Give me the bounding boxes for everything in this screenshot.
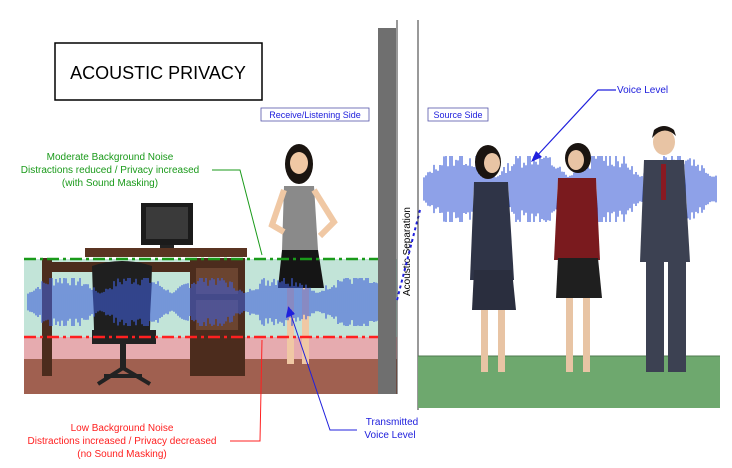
speaker-woman-1: [470, 145, 516, 372]
transmitted-arrowhead: [286, 306, 295, 318]
moderate-noise-line1: Moderate Background Noise: [47, 152, 174, 163]
transmitted-label-line1: Transmitted: [366, 417, 418, 428]
receive-side-label: Receive/Listening Side: [269, 110, 361, 120]
desk-top: [85, 248, 247, 257]
speaker2-skirt: [556, 258, 602, 298]
speaker2-leg-left: [566, 298, 573, 372]
listening-woman: [268, 144, 338, 364]
transmitted-wave: [27, 278, 393, 326]
listener-arm-left: [268, 189, 287, 235]
speaker3-leg-right: [668, 262, 686, 372]
speaker3-hair: [652, 126, 676, 138]
desk-drawer-1: [196, 268, 238, 294]
separation-label: Acoustic Separation: [402, 207, 413, 296]
voice-level-leader: [534, 89, 616, 159]
speaker-man: [640, 126, 690, 372]
low-noise-annotation: Low Background Noise Distractions increa…: [28, 339, 263, 460]
low-noise-line1: Low Background Noise: [71, 423, 174, 434]
listener-face: [290, 152, 308, 174]
source-side-label: Source Side: [433, 110, 482, 120]
speaker1-leg-right: [498, 310, 505, 372]
listener-leg-right: [302, 288, 309, 364]
speaker1-leg-left: [481, 310, 488, 372]
acoustic-separation-wall: [378, 28, 396, 394]
moderate-noise-line2: Distractions reduced / Privacy increased: [21, 165, 199, 176]
listener-top: [282, 186, 318, 250]
listener-leg-left: [287, 288, 294, 364]
speaker3-head: [653, 129, 675, 155]
speaker1-face: [484, 153, 500, 173]
transmitted-label-line2: Voice Level: [364, 430, 415, 441]
moderate-noise-line3: (with Sound Masking): [62, 178, 158, 189]
low-noise-line3: (no Sound Masking): [77, 449, 167, 460]
monitor-screen: [146, 207, 188, 239]
voice-level-arrowhead: [531, 151, 542, 162]
waveform-path: [27, 278, 393, 326]
transmitted-leader: [289, 311, 357, 431]
chair-post: [120, 344, 126, 368]
page-title: ACOUSTIC PRIVACY: [70, 63, 246, 83]
moderate-noise-annotation: Moderate Background Noise Distractions r…: [21, 152, 263, 256]
speaker2-leg-right: [583, 298, 590, 372]
separation-label-bg: [398, 150, 412, 300]
voice-level-label: Voice Level: [617, 85, 668, 96]
moderate-noise-leader: [212, 169, 263, 256]
low-noise-leader: [230, 339, 263, 442]
speaker1-jacket: [470, 182, 514, 280]
listener-skirt: [278, 250, 324, 288]
speaker2-face: [568, 150, 584, 170]
source-side-box: [427, 107, 489, 122]
desk-leg: [42, 258, 52, 376]
low-noise-line2: Distractions increased / Privacy decreas…: [28, 436, 217, 447]
monitor-stand: [160, 245, 174, 250]
listener-arm-right: [311, 188, 338, 239]
speaker3-leg-left: [646, 262, 664, 372]
voice-level-annotation: Voice Level: [531, 85, 668, 162]
speaker3-suit: [640, 160, 690, 262]
receive-side-box: [260, 107, 370, 122]
speaker3-tie: [661, 164, 666, 200]
desk-drawer-2: [196, 300, 238, 330]
transmitted-voice-annotation: Transmitted Voice Level: [286, 306, 418, 441]
title-box: [54, 42, 263, 101]
speaker1-skirt: [472, 270, 516, 310]
speaker-woman-2: [554, 143, 602, 372]
speaker2-jacket: [554, 178, 600, 260]
chair-base: [96, 365, 152, 386]
